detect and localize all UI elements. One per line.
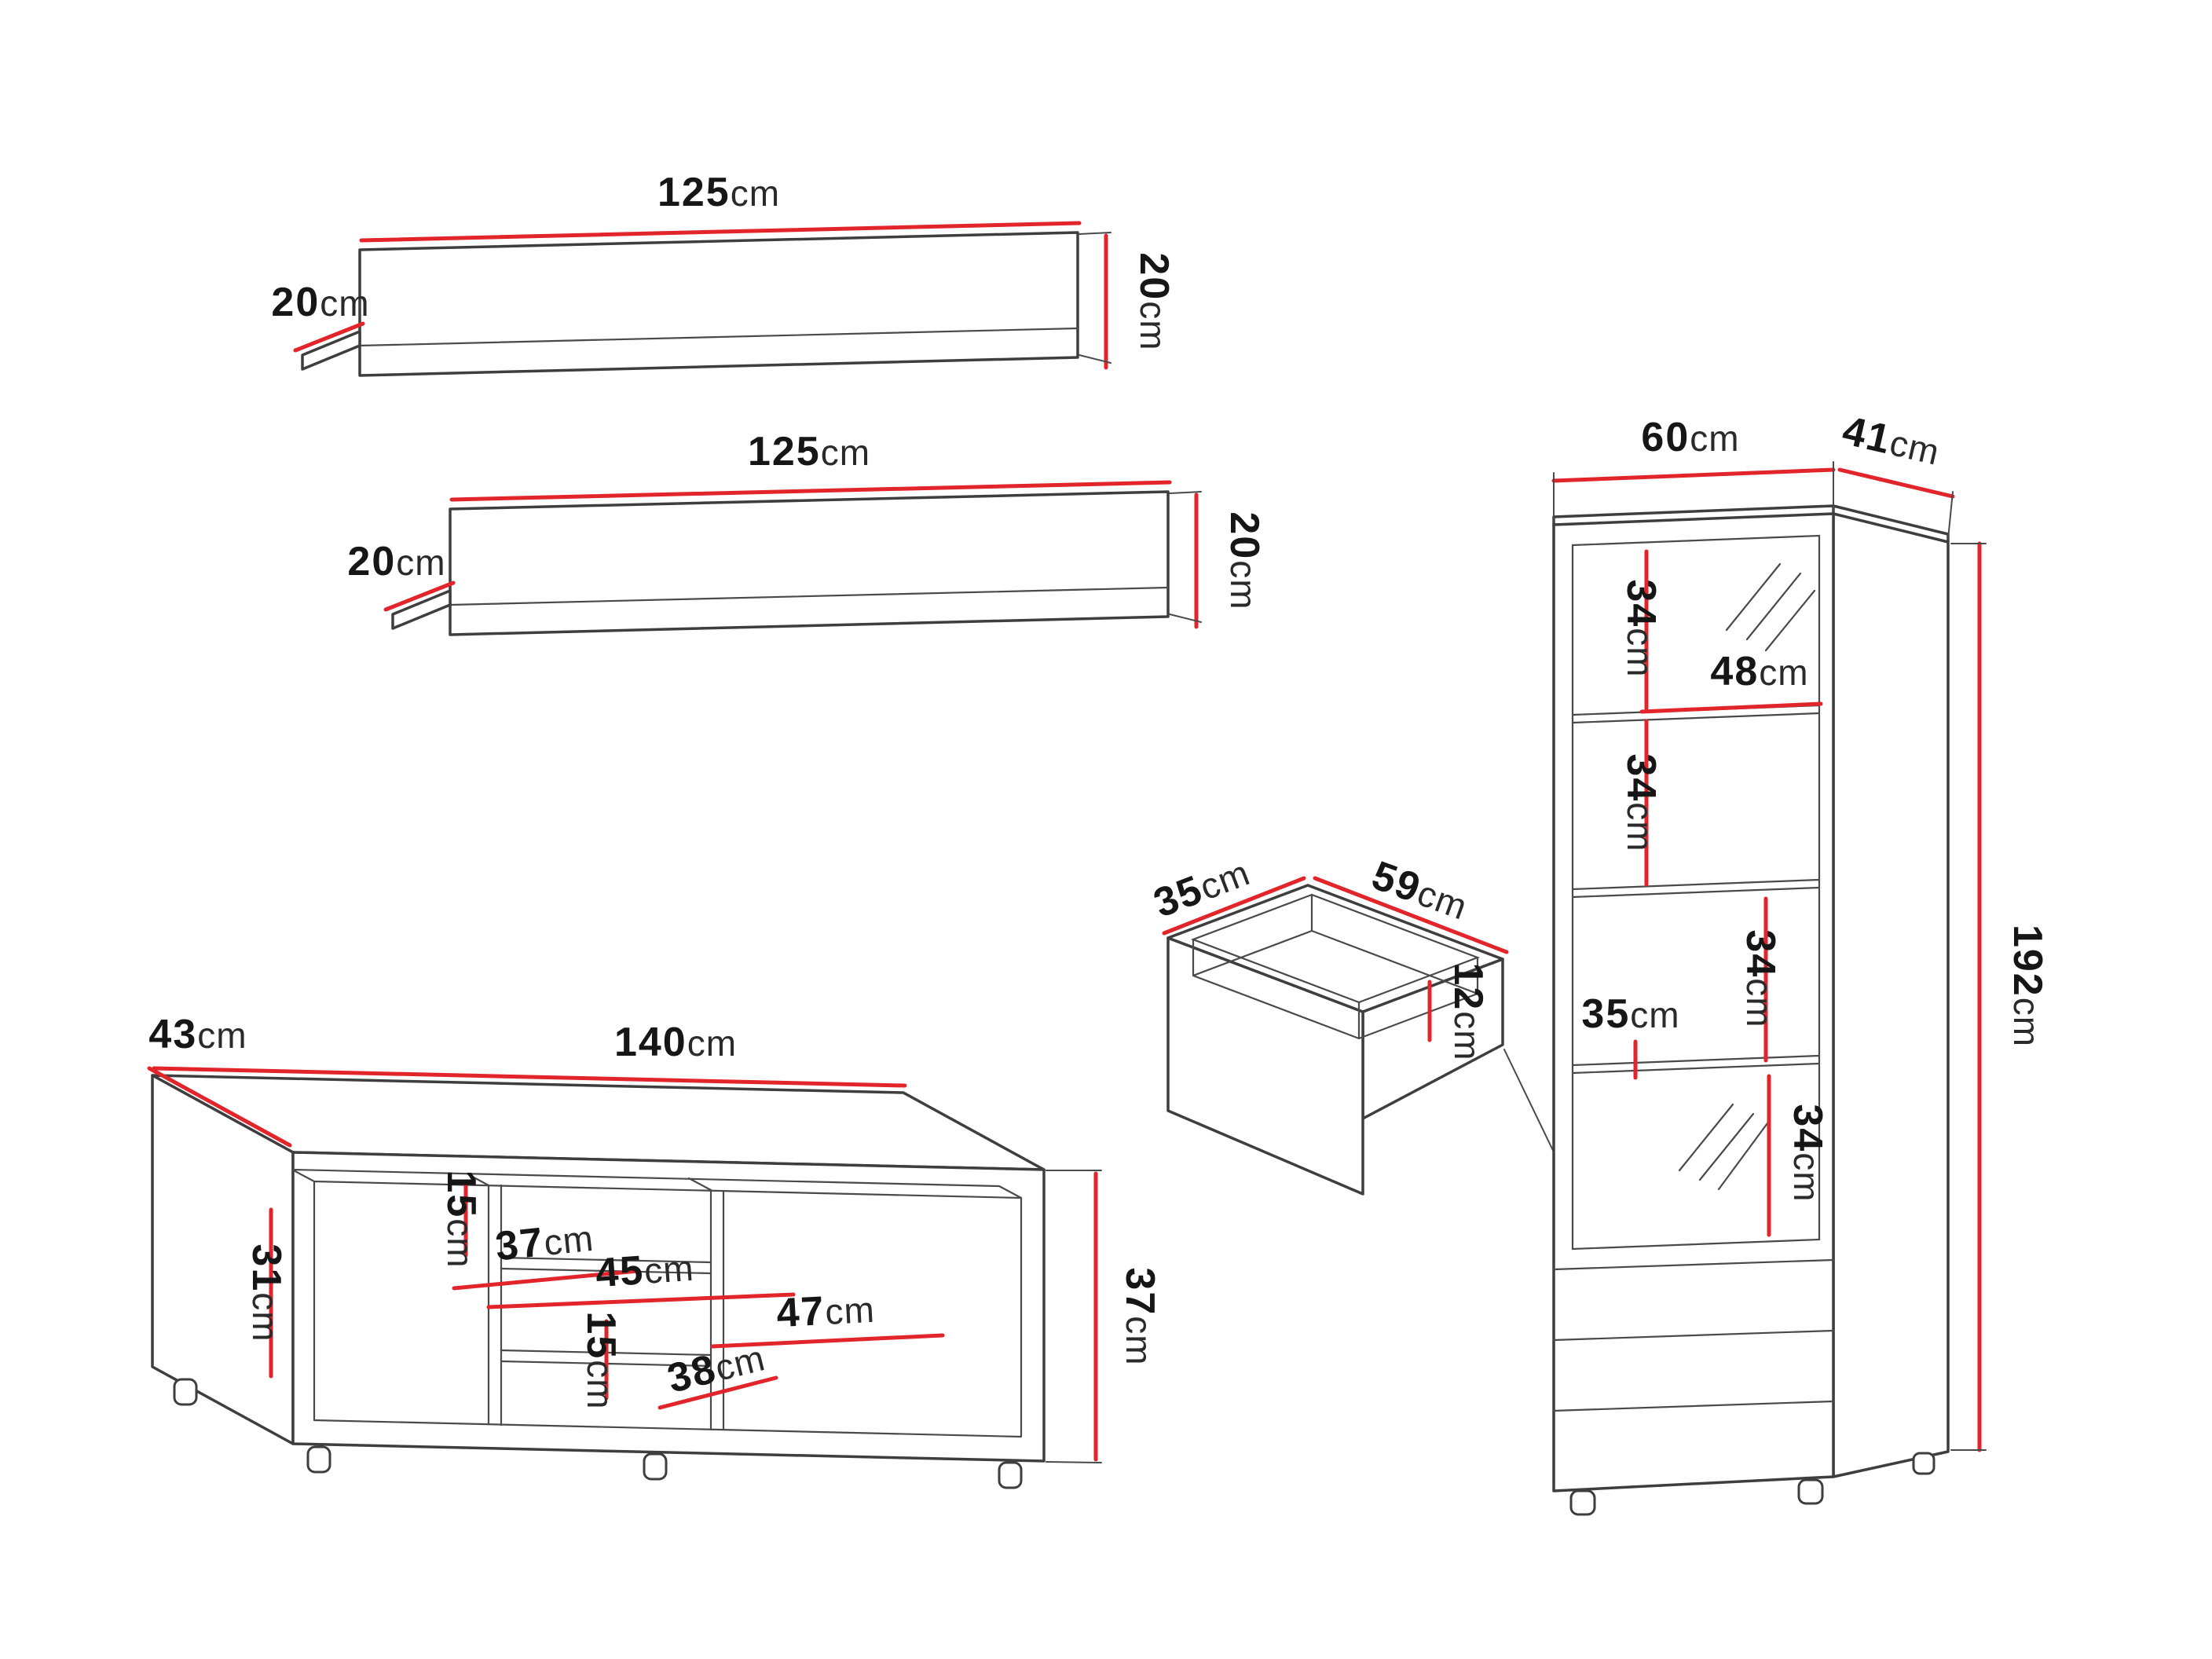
cabinet-glass-hatch-lower xyxy=(1678,1103,1769,1191)
cabinet-section1-label: 34cm xyxy=(1618,579,1664,677)
shelf-bottom-board-line xyxy=(449,586,1170,606)
tv-shelf-width-dimension-line xyxy=(452,1269,640,1291)
cabinet-foot xyxy=(1569,1489,1596,1516)
cabinet-side-face xyxy=(1832,512,1950,1478)
cabinet-shelf-width-dimension-line xyxy=(1639,701,1823,714)
drawer-depth-dimension-line xyxy=(1162,876,1306,936)
tv-bottom-width-dimension-line xyxy=(657,1375,778,1410)
tv-depth-dimension-line xyxy=(147,1066,292,1148)
shelf-top-width-dimension-line xyxy=(359,221,1082,243)
tv-niche-width-label: 45cm xyxy=(594,1244,695,1297)
wall-shelf-top: 125cm 20cm 20cm xyxy=(271,170,1177,377)
tv-stand-interior-back-edge xyxy=(291,1168,1023,1199)
shelf-top-height-label: 20cm xyxy=(1131,252,1177,350)
shelf-top-depth-dimension-line xyxy=(293,321,365,353)
tv-stand-foot xyxy=(643,1452,668,1481)
drawer-interior xyxy=(1192,893,1479,1040)
cabinet-shelf-width-label: 48cm xyxy=(1710,649,1808,694)
drawer-height-label: 12cm xyxy=(1445,962,1491,1060)
cabinet-door-frame xyxy=(1571,534,1821,1251)
cabinet-width-dimension-line xyxy=(1551,467,1836,483)
display-cabinet: 60cm 41cm 34cm 48cm 34cm 34cm 35cm 34cm … xyxy=(1551,408,2050,1516)
tv-left-height-label: 31cm xyxy=(244,1243,289,1342)
shelf-top-width-label: 125cm xyxy=(657,170,780,215)
cabinet-depth-extension-tick xyxy=(1947,491,1954,540)
cabinet-depth-label: 41cm xyxy=(1838,408,1944,474)
shelf-bottom-width-dimension-line xyxy=(449,480,1172,502)
cabinet-section4-label: 34cm xyxy=(1785,1104,1830,1202)
tv-stand-front-face xyxy=(291,1151,1046,1463)
shelf-bottom-extension-ticks xyxy=(1169,491,1202,623)
tv-stand-interior-frame xyxy=(313,1180,1023,1438)
shelf-top-back-panel xyxy=(358,231,1079,377)
cabinet-width-extension-ticks xyxy=(1553,461,1834,522)
cabinet-depth-dimension-line xyxy=(1837,467,1955,499)
tv-niche-width-dimension-line xyxy=(486,1292,796,1309)
cabinet-glass-hatch-upper xyxy=(1725,562,1816,652)
tv-right-width-dimension-line xyxy=(710,1333,945,1349)
shelf-top-depth-label: 20cm xyxy=(271,280,369,325)
cabinet-height-label: 192cm xyxy=(2005,925,2050,1047)
tv-stand-foot xyxy=(173,1378,198,1406)
shelf-bottom-left-step xyxy=(391,589,452,630)
tv-height-extension-ticks xyxy=(1046,1170,1102,1463)
cabinet-foot xyxy=(1912,1452,1936,1475)
tv-stand: 43cm 140cm 31cm 15cm 37cm 45cm 47cm 15cm… xyxy=(147,1012,1163,1489)
tv-height-label: 37cm xyxy=(1117,1267,1163,1365)
tv-stand-foot xyxy=(306,1445,331,1474)
shelf-top-board-line xyxy=(358,327,1079,347)
shelf-bottom-depth-dimension-line xyxy=(383,580,456,612)
shelf-bottom-back-panel xyxy=(449,490,1170,636)
shelf-top-extension-ticks xyxy=(1079,232,1111,364)
drawer: 35cm 59cm 12cm xyxy=(1148,851,1613,1273)
tv-stand-middle-shelf-upper xyxy=(500,1256,712,1275)
tv-width-dimension-line xyxy=(152,1066,907,1088)
tv-width-label: 140cm xyxy=(614,1020,737,1065)
tv-lower-gap-label: 15cm xyxy=(578,1311,624,1409)
cabinet-section3-label: 34cm xyxy=(1738,929,1783,1027)
shelf-bottom-width-label: 125cm xyxy=(748,429,870,474)
wall-shelf-bottom: 125cm 20cm 20cm xyxy=(347,429,1267,636)
cabinet-shelf-3 xyxy=(1571,1054,1821,1075)
shelf-bottom-depth-label: 20cm xyxy=(347,539,445,584)
cabinet-section2-label: 34cm xyxy=(1618,753,1664,851)
cabinet-width-label: 60cm xyxy=(1641,415,1739,460)
tv-shelf-width-label: 37cm xyxy=(493,1214,596,1270)
tv-stand-foot xyxy=(998,1461,1023,1489)
cabinet-foot xyxy=(1797,1478,1824,1505)
cabinet-shelf-2 xyxy=(1571,878,1821,899)
tv-depth-label: 43cm xyxy=(148,1012,247,1057)
shelf-top-left-step xyxy=(301,330,361,371)
shelf-bottom-height-label: 20cm xyxy=(1221,511,1267,610)
cabinet-mid-width-label: 35cm xyxy=(1581,991,1679,1037)
tv-right-width-label: 47cm xyxy=(775,1286,876,1336)
cabinet-height-extension-ticks xyxy=(1950,543,1987,1451)
drawer-width-dimension-line xyxy=(1313,876,1509,954)
tv-upper-gap-label: 15cm xyxy=(438,1170,484,1268)
cabinet-drawer-lines xyxy=(1552,1258,1835,1412)
